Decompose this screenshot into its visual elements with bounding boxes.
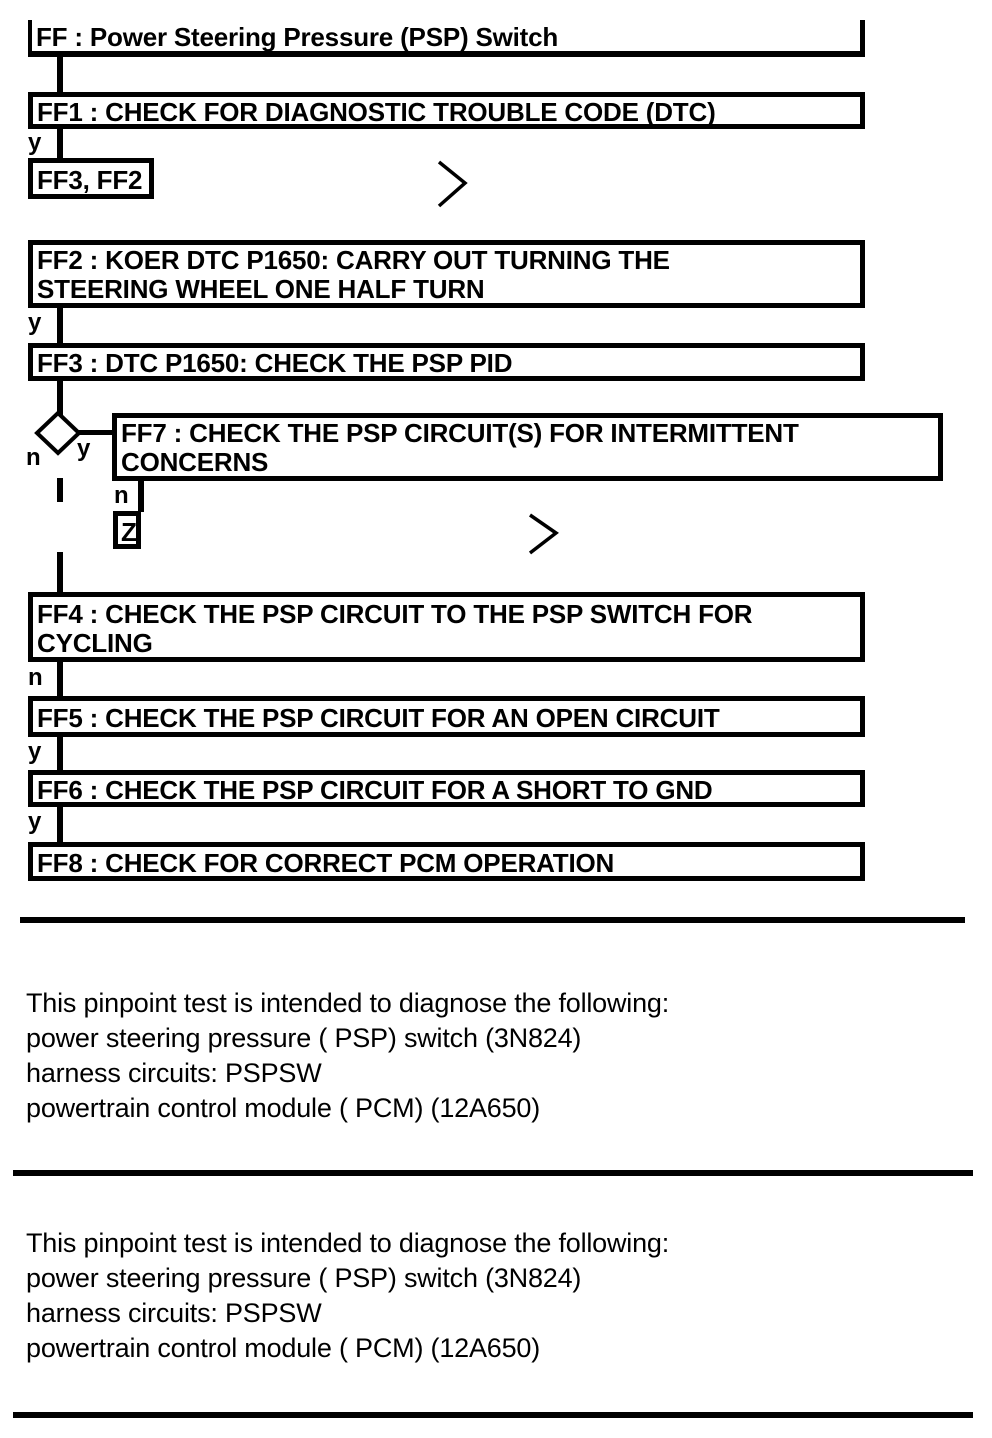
flow-box-ff3: FF3 : DTC P1650: CHECK THE PSP PID [28,343,865,381]
flow-ref-box-ff3-ff2: FF3, FF2 [28,158,154,199]
branch-label-ff1-yes: y [28,129,42,156]
pinpoint-test-description: This pinpoint test is intended to diagno… [26,988,670,1123]
branch-label-decision-no: n [26,444,41,471]
connector-ff1-ref [57,128,63,160]
section-divider [13,1412,973,1418]
continuation-chevron-icon [437,160,468,208]
connector-ff3-decision [57,380,63,416]
connector-decision-ff4-dash2 [57,552,63,592]
connector-ff4-ff5 [57,662,63,696]
pinpoint-test-description: This pinpoint test is intended to diagno… [26,1228,670,1363]
branch-label-ff4-no: n [28,664,43,691]
branch-label-decision-yes: y [77,435,91,462]
flow-box-ff2: FF2 : KOER DTC P1650: CARRY OUT TURNING … [28,240,865,308]
flow-box-ff8: FF8 : CHECK FOR CORRECT PCM OPERATION [28,842,865,881]
branch-label-ff5-yes: y [28,738,42,765]
flow-title-box-ff: FF : Power Steering Pressure (PSP) Switc… [28,20,865,57]
connector-decision-ff4-dash1 [57,478,63,502]
flow-box-ff6: FF6 : CHECK THE PSP CIRCUIT FOR A SHORT … [28,770,865,807]
connector-ff-ff1 [57,52,63,92]
connector-ff7-z [138,481,144,512]
branch-label-ff2-yes: y [28,309,42,336]
section-divider [13,1170,973,1176]
connector-ff6-ff8 [57,807,63,842]
connector-ff5-ff6 [57,737,63,770]
section-divider [20,917,965,923]
branch-label-ff6-yes: y [28,808,42,835]
connector-decision-ff7 [76,430,114,435]
flow-box-ff4: FF4 : CHECK THE PSP CIRCUIT TO THE PSP S… [28,592,865,662]
branch-label-ff7-no: n [114,482,129,509]
flow-box-ff1: FF1 : CHECK FOR DIAGNOSTIC TROUBLE CODE … [28,92,865,129]
continuation-chevron-icon [528,513,559,555]
flow-ref-box-z: Z [113,511,141,549]
flow-box-ff5: FF5 : CHECK THE PSP CIRCUIT FOR AN OPEN … [28,696,865,737]
flow-box-ff7: FF7 : CHECK THE PSP CIRCUIT(S) FOR INTER… [112,413,943,481]
connector-ff2-ff3 [57,307,63,343]
decision-diamond [34,410,82,456]
